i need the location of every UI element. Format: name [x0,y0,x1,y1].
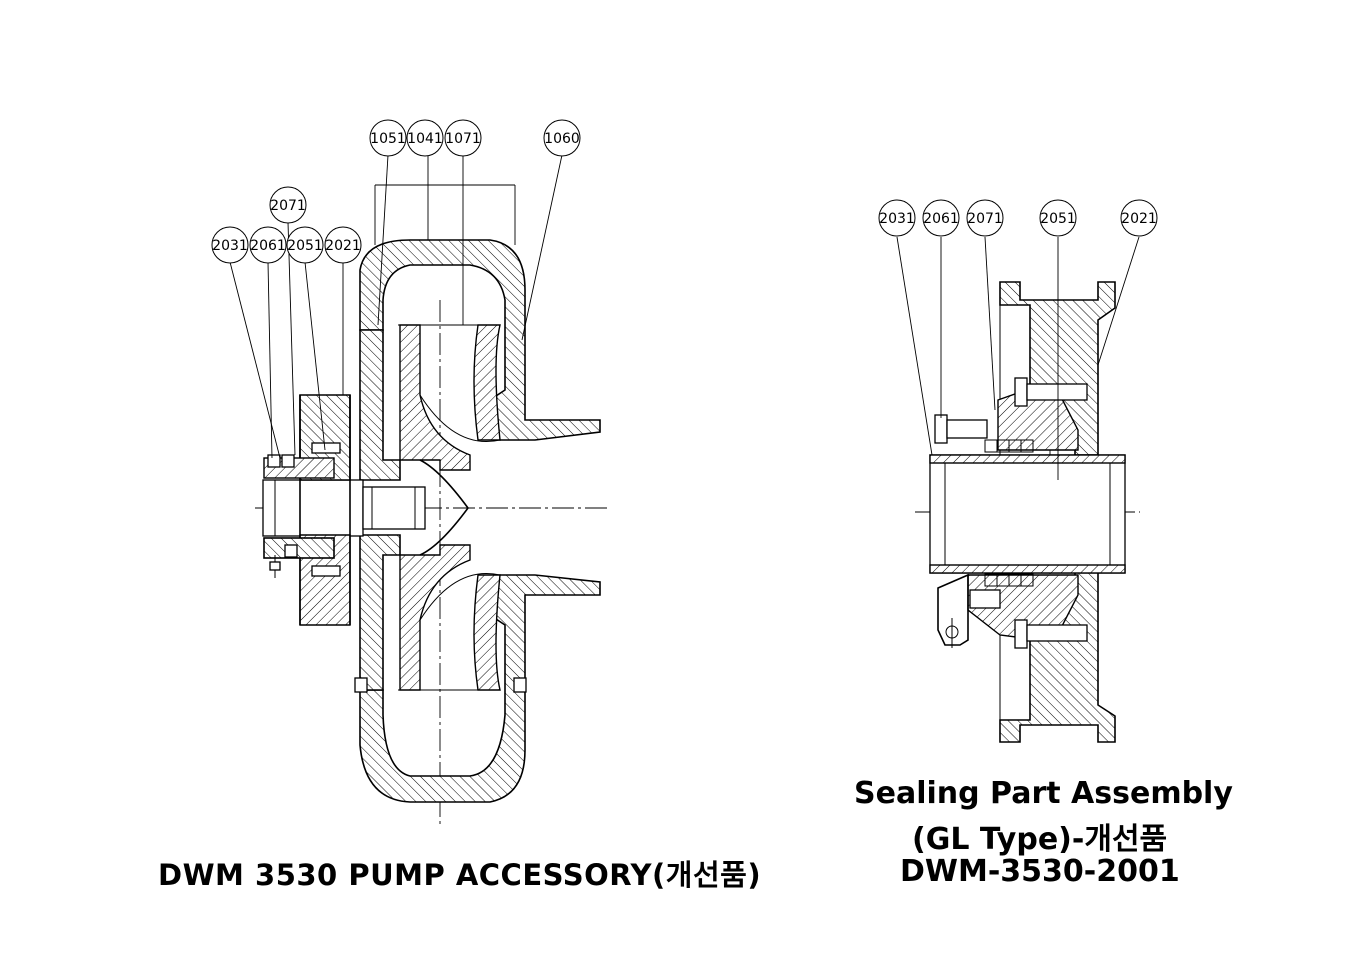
svg-text:2021: 2021 [325,238,361,254]
svg-text:2071: 2071 [270,198,306,214]
right-figure-title-line1: Sealing Part Assembly [854,776,1233,811]
callout-right-2031: 2031 [878,199,916,237]
callout-1051: 1051 [369,119,407,157]
right-callouts: 2031 2061 2071 2051 2021 [878,199,1158,237]
svg-text:1041: 1041 [407,131,443,147]
right-seal-section [896,236,1140,743]
svg-text:2051: 2051 [1040,211,1076,227]
svg-text:2061: 2061 [923,211,959,227]
left-callouts: 1051 1041 1071 1060 2071 2031 2061 2051 [211,119,581,264]
callout-right-2051: 2051 [1039,199,1077,237]
svg-text:2031: 2031 [212,238,248,254]
callout-2021: 2021 [324,226,362,264]
callout-2051: 2051 [286,226,324,264]
svg-text:2061: 2061 [250,238,286,254]
callout-1060: 1060 [543,119,581,157]
svg-text:2031: 2031 [879,211,915,227]
callout-1041: 1041 [406,119,444,157]
callout-right-2071: 2071 [966,199,1004,237]
left-pump-section [229,154,610,825]
gland-bolts [267,442,341,578]
right-figure-title-line2: (GL Type)-개선품 [912,822,1168,857]
svg-text:2021: 2021 [1121,211,1157,227]
right-figure-title-line3: DWM-3530-2001 [900,854,1180,889]
left-figure-title: DWM 3530 PUMP ACCESSORY(개선품) [158,858,762,892]
callout-right-2021: 2021 [1120,199,1158,237]
svg-text:1060: 1060 [544,131,580,147]
callout-right-2061: 2061 [922,199,960,237]
svg-text:2071: 2071 [967,211,1003,227]
svg-text:1051: 1051 [370,131,406,147]
callout-2061: 2061 [249,226,287,264]
svg-text:1071: 1071 [445,131,481,147]
callout-2031: 2031 [211,226,249,264]
callout-2071: 2071 [269,186,307,224]
callout-1071: 1071 [444,119,482,157]
svg-text:2051: 2051 [287,238,323,254]
packing-rings [984,439,1034,587]
